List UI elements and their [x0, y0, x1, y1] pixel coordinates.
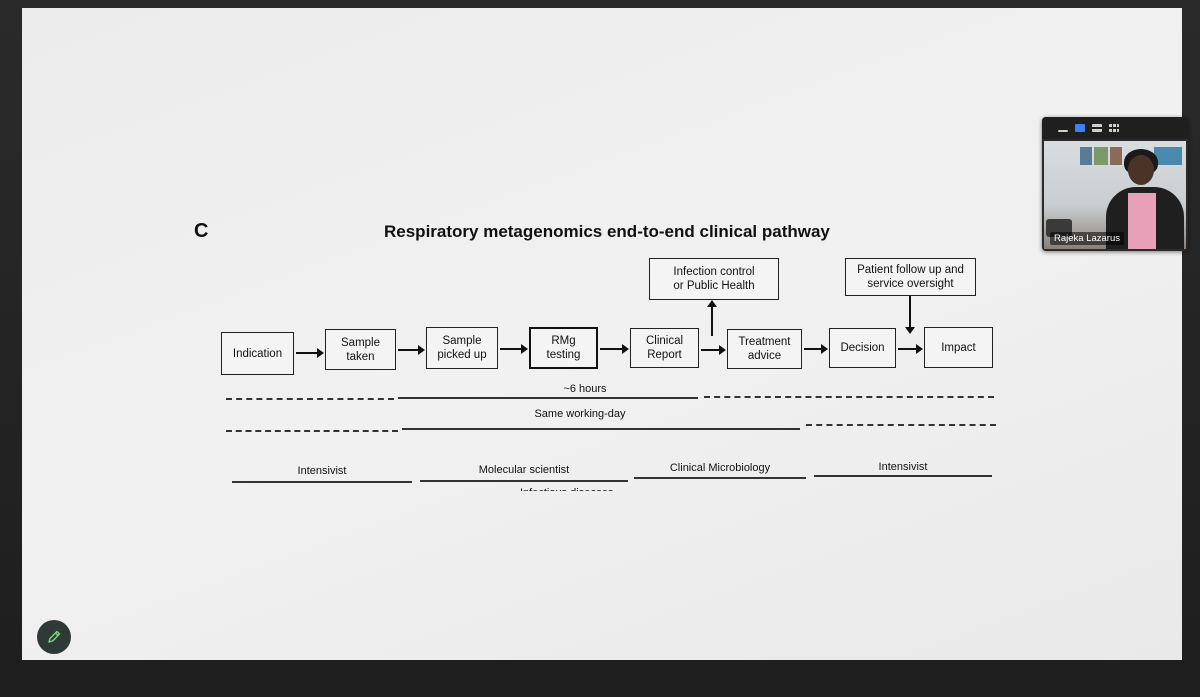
person-head [1128, 155, 1154, 185]
arrow-rmg-to-report [600, 344, 629, 354]
six-hours-solid-line [398, 397, 698, 399]
role-line-intensivist-2 [814, 475, 992, 477]
pathway-box-impact: Impact [924, 327, 993, 368]
pathway-box-sample-taken: Sample taken [325, 329, 396, 370]
arrow-decision-to-impact [898, 344, 923, 354]
gallery-view-icon[interactable] [1092, 124, 1102, 132]
same-day-solid-line [402, 428, 800, 430]
role-label-infectious-diseases: Infectious diseases [520, 486, 614, 491]
role-line-clinical-microbiology [634, 477, 806, 479]
infection-control-box: Infection control or Public Health [649, 258, 779, 300]
speaker-view-icon[interactable] [1075, 124, 1085, 132]
six-hours-dashed-right [704, 396, 994, 398]
wall-poster [1154, 147, 1182, 165]
six-hours-dashed-left [226, 398, 394, 400]
pencil-icon [48, 630, 61, 643]
participant-name: Rajeka Lazarus [1050, 232, 1125, 245]
pathway-box-decision: Decision [829, 328, 896, 368]
role-line-intensivist-1 [232, 481, 412, 483]
arrow-up-to-infection-control [707, 300, 717, 336]
pathway-box-indication: Indication [221, 332, 294, 375]
pathway-box-clinical-report: Clinical Report [630, 328, 699, 368]
arrow-down-from-follow-up [905, 296, 915, 334]
arrow-treatment-to-decision [804, 344, 828, 354]
arrow-report-to-treatment [701, 345, 726, 355]
pathway-box-rmg-testing: RMg testing [529, 327, 598, 369]
pathway-box-sample-picked-up: Sample picked up [426, 327, 498, 369]
arrow-picked-up-to-rmg [500, 344, 528, 354]
person-shirt [1128, 193, 1156, 249]
role-label-molecular-scientist: Molecular scientist [478, 464, 570, 476]
wall-poster [1094, 147, 1108, 165]
role-label-clinical-microbiology: Clinical Microbiology [669, 462, 771, 474]
role-label-intensivist-1: Intensivist [297, 465, 347, 477]
panel-letter: C [194, 220, 209, 242]
arrow-sample-taken-to-picked-up [398, 345, 425, 355]
slide-title: Respiratory metagenomics end-to-end clin… [384, 222, 830, 241]
arrow-indication-to-sample-taken [296, 348, 324, 358]
minimize-icon[interactable] [1058, 129, 1068, 132]
wall-poster [1080, 147, 1092, 165]
same-day-dashed-left [226, 430, 398, 432]
same-day-dashed-right [806, 424, 996, 426]
annotate-button[interactable] [37, 620, 71, 654]
grid-view-icon[interactable] [1109, 124, 1119, 132]
same-working-day-label: Same working-day [534, 408, 626, 420]
pathway-box-treatment-advice: Treatment advice [727, 329, 802, 369]
role-label-intensivist-2: Intensivist [878, 461, 928, 473]
video-call-tile[interactable]: Rajeka Lazarus [1042, 117, 1188, 251]
wall-poster [1110, 147, 1122, 165]
video-toolbar [1042, 117, 1188, 139]
six-hours-label: ~6 hours [563, 383, 607, 395]
participant-video-feed: Rajeka Lazarus [1044, 141, 1186, 249]
patient-follow-up-box: Patient follow up and service oversight [845, 258, 976, 296]
presentation-slide [22, 8, 1182, 660]
role-line-molecular-scientist [420, 480, 628, 482]
